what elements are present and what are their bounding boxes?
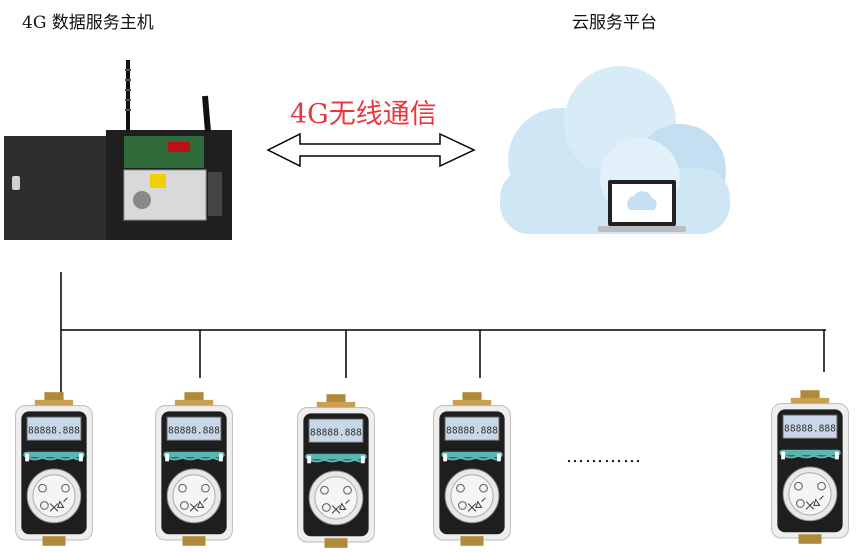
cloud-platform-title: 云服务平台	[572, 13, 657, 33]
host-circuit-board	[124, 136, 204, 168]
water-meter-icon	[432, 392, 512, 546]
host-display	[168, 142, 190, 152]
host-fan	[133, 191, 151, 209]
comm-link-label: 4G无线通信	[290, 99, 437, 130]
water-meter-icon	[770, 390, 850, 544]
water-meter-icon	[154, 392, 234, 546]
more-meters-ellipsis: …………	[566, 446, 642, 467]
host-terminal-block	[208, 172, 222, 216]
host-lock	[12, 176, 20, 190]
water-meter-icon	[296, 394, 376, 548]
bidirectional-arrow-icon	[266, 132, 476, 168]
data-host-device	[4, 130, 232, 240]
antenna-icon	[125, 60, 211, 133]
host-door	[4, 136, 106, 240]
bus-lines	[60, 272, 826, 400]
host-title: 4G 数据服务主机	[22, 13, 154, 33]
laptop-icon	[598, 180, 686, 232]
water-meter-icon	[14, 392, 94, 546]
host-warning-label	[150, 174, 166, 188]
